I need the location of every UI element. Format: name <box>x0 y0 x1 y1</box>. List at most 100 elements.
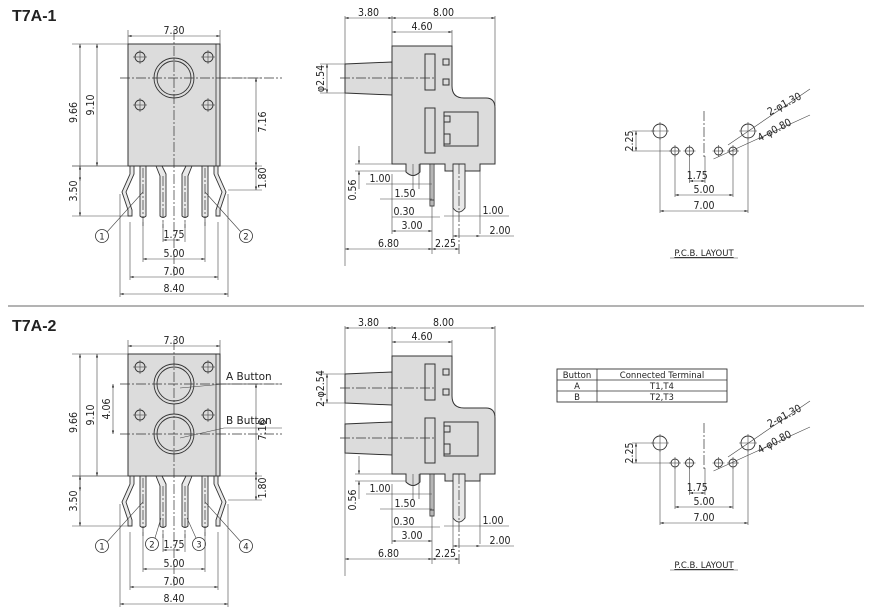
front-height-total-label: 9.66 <box>68 412 80 433</box>
table-header: Button <box>563 371 591 381</box>
terminal-marker-2-label: 2 <box>243 233 248 243</box>
front-height-body-label: 9.10 <box>85 404 97 425</box>
side-actuator-length-label: 3.80 <box>358 317 379 329</box>
pcb-large-holes-label: 2-φ1.30 <box>766 90 804 118</box>
marker-leader <box>204 501 242 543</box>
terminal-marker-4-label: 4 <box>243 543 248 553</box>
button-b-leader <box>179 427 225 439</box>
front-center-to-pin-label: 7.16 <box>257 419 269 440</box>
side-d100b-label: 1.00 <box>482 205 503 217</box>
marker-leader <box>154 517 162 539</box>
terminal-marker-2-circle <box>145 537 159 551</box>
side-tab <box>443 425 451 433</box>
side-d030-label: 0.30 <box>393 206 414 218</box>
front-height-total-label: 9.66 <box>68 102 80 123</box>
pcb-small-leader <box>713 426 811 472</box>
side-tab <box>442 58 450 66</box>
side-body-depth-label: 8.00 <box>433 317 454 329</box>
front-inner-span-label: 5.00 <box>163 248 184 260</box>
terminal-pin <box>181 165 193 218</box>
side-d225-label: 2.25 <box>435 548 456 560</box>
side-d150-label: 1.50 <box>394 498 415 510</box>
terminal-marker-1-label: 1 <box>99 233 104 243</box>
pcb-row-offset-label: 2.25 <box>624 442 636 463</box>
side-tab <box>442 368 450 376</box>
side-d150-label: 1.50 <box>394 188 415 200</box>
terminal-marker-1-circle <box>95 229 109 243</box>
pcb-inner-span-label: 5.00 <box>693 496 714 508</box>
front-center-to-pin-label: 7.16 <box>257 111 269 132</box>
side-window <box>424 363 436 401</box>
front-outer-span-label: 7.00 <box>163 576 184 588</box>
front-pin-length-label: 3.50 <box>68 180 80 201</box>
terminal-pin-outer <box>121 475 135 527</box>
side-upper-depth-label: 4.60 <box>411 331 432 343</box>
side-tab <box>443 443 451 455</box>
terminal-marker-3-circle <box>192 537 206 551</box>
pcb-pitch-label: 1.75 <box>687 482 708 494</box>
terminal-pin-outer <box>121 165 135 217</box>
pcb-large-leader <box>727 88 811 146</box>
side-window <box>424 417 436 464</box>
button-a-leader <box>179 383 225 389</box>
pcb-large-leader <box>727 400 811 458</box>
terminal-marker-1-label: 1 <box>99 543 104 553</box>
front-pitch-label: 1.75 <box>163 539 184 551</box>
side-d680-label: 6.80 <box>378 548 399 560</box>
side-tab <box>442 388 450 396</box>
table-cell: B <box>574 393 580 403</box>
side-d680-label: 6.80 <box>378 238 399 250</box>
pcb-small-holes-label: 4-φ0.80 <box>756 116 794 144</box>
side-standoff-label: 0.56 <box>347 489 359 510</box>
pcb-large-holes-label: 2-φ1.30 <box>766 402 804 430</box>
side-tab <box>443 133 451 145</box>
pcb-small-leader <box>713 114 811 160</box>
button-spacing-label: 4.06 <box>101 398 113 419</box>
side-body-depth-label: 8.00 <box>433 7 454 19</box>
table-cell: A <box>574 382 580 392</box>
table-cell: T2,T3 <box>649 393 674 403</box>
table-border <box>556 368 728 403</box>
actuator-button <box>344 371 393 406</box>
side-window <box>424 53 436 91</box>
button-b-label: B Button <box>226 415 272 427</box>
pcb-layout-caption: P.C.B. LAYOUT <box>674 249 734 259</box>
side-d300-label: 3.00 <box>401 220 422 232</box>
side-actuator-length-label: 3.80 <box>358 7 379 19</box>
actuator-button <box>344 421 393 456</box>
side-tab <box>442 78 450 86</box>
terminal-marker-2-label: 2 <box>149 541 154 551</box>
section-title: T7A-1 <box>12 8 57 25</box>
marker-leader <box>186 517 197 539</box>
side-d200-label: 2.00 <box>489 535 510 547</box>
table-cell: T1,T4 <box>649 382 674 392</box>
front-inner-span-label: 5.00 <box>163 558 184 570</box>
terminal-pin-outer <box>213 475 227 527</box>
side-d225-label: 2.25 <box>435 238 456 250</box>
terminal-marker-2-circle <box>239 229 253 243</box>
actuator-button <box>344 61 393 96</box>
pcb-inner-span-label: 5.00 <box>693 184 714 196</box>
terminal-pin <box>181 475 193 528</box>
marker-leader <box>106 191 144 233</box>
side-d100a-label: 1.00 <box>369 173 390 185</box>
front-pin-offset-label: 1.80 <box>257 477 269 498</box>
terminal-marker-3-label: 3 <box>196 541 201 551</box>
front-pin-length-label: 3.50 <box>68 490 80 511</box>
pcb-pitch-label: 1.75 <box>687 170 708 182</box>
pcb-small-holes-label: 4-φ0.80 <box>756 428 794 456</box>
pcb-outer-span-label: 7.00 <box>693 512 714 524</box>
front-outer-span-label: 7.00 <box>163 266 184 278</box>
side-tab <box>443 115 451 123</box>
side-actuator-dia-label: 2-φ2.54 <box>315 370 327 407</box>
terminal-pin <box>155 165 167 218</box>
terminal-marker-4-circle <box>239 539 253 553</box>
side-d100b-label: 1.00 <box>482 515 503 527</box>
side-window <box>424 107 436 154</box>
terminal-pin-outer <box>213 165 227 217</box>
pcb-layout-caption: P.C.B. LAYOUT <box>674 561 734 571</box>
